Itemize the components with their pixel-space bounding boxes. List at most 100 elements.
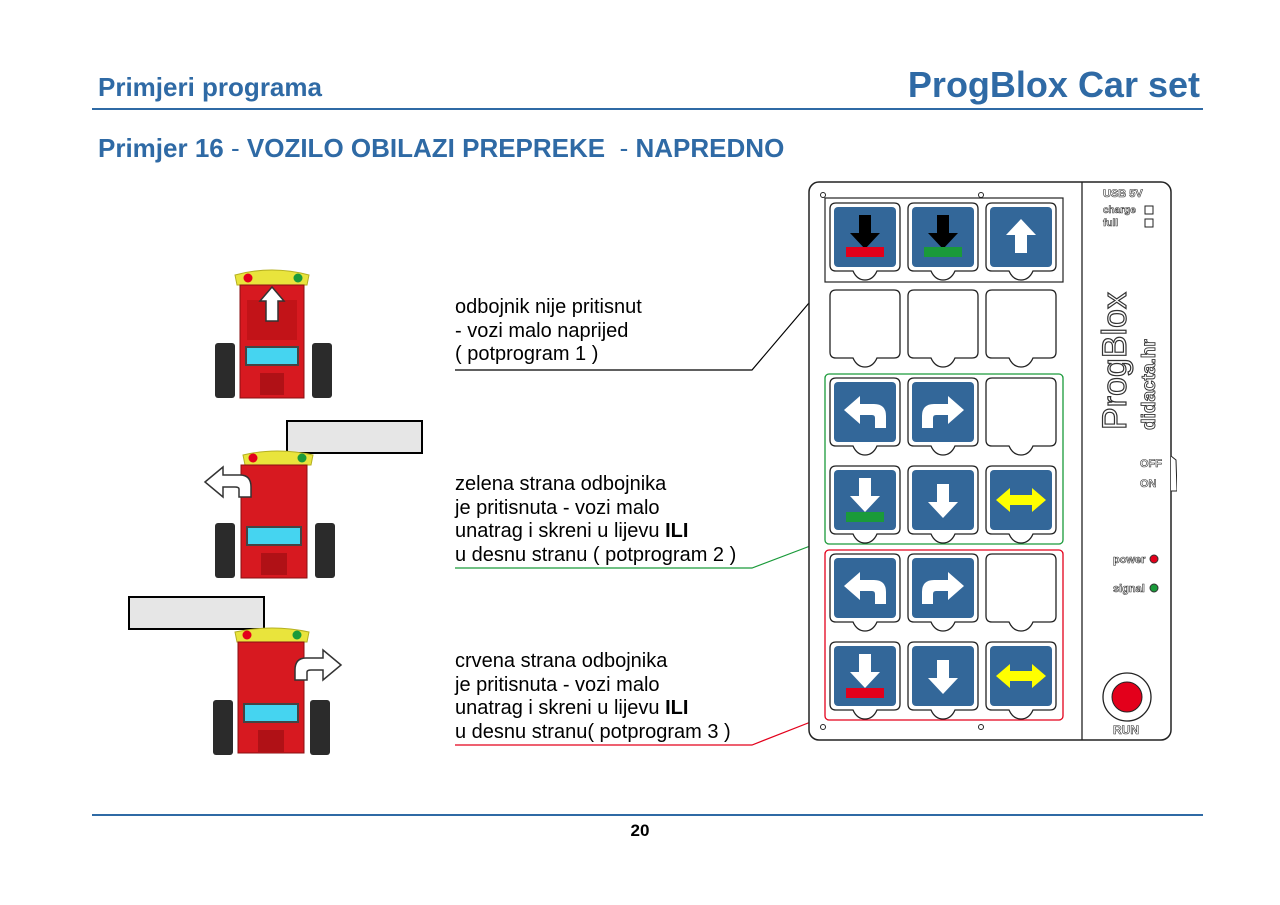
bumper [234, 627, 310, 643]
red-sensor-dot [248, 453, 258, 463]
example-number: Primjer 16 [98, 133, 224, 163]
group-box-subprogram-1 [824, 197, 1064, 283]
battery-display [243, 703, 299, 723]
battery-display [245, 346, 299, 366]
power-led [1149, 554, 1159, 564]
obstacle-left [128, 596, 265, 630]
bumper [234, 269, 310, 286]
obstacle-right [286, 420, 423, 454]
brand-logo: ProgBlox [1096, 292, 1134, 430]
note-line: zelena strana odbojnika [455, 473, 667, 495]
signal-led [1149, 583, 1159, 593]
note-line: u desnu stranu( potprogram 3 ) [455, 720, 731, 743]
block-left-right-arrow[interactable] [985, 465, 1057, 544]
empty-slot[interactable] [985, 553, 1057, 632]
right-wheel [310, 700, 330, 755]
full-indicator [1144, 218, 1154, 228]
green-sensor-dot [297, 453, 307, 463]
forward-arrow-icon [258, 285, 286, 322]
level-separator: - [619, 133, 629, 163]
power-label: power [1113, 554, 1146, 566]
leader-line-2 [455, 539, 827, 569]
leader-line-3 [455, 715, 827, 746]
turn-left-arrow-icon [203, 465, 252, 499]
note-line-text: unatrag i skreni u lijevu [455, 697, 666, 719]
example-level: NAPREDNO [635, 133, 785, 163]
note-line-text: unatrag i skreni u lijevu [455, 520, 666, 542]
header-divider [92, 108, 1203, 110]
off-label: OFF [1140, 458, 1162, 470]
screw-hole [820, 192, 826, 198]
on-label: ON [1140, 478, 1157, 490]
block-arrow-down[interactable] [907, 465, 979, 544]
note-line: odbojnik nije pritisnut [455, 296, 642, 318]
progblox-device: USB 5V charge full ProgBlox didacta.hr O… [808, 181, 1177, 741]
block-arrow-down-green-bar[interactable] [829, 465, 901, 544]
note-line: unatrag i skreni u lijevu ILI [455, 520, 736, 544]
product-title: ProgBlox Car set [907, 64, 1200, 105]
left-wheel [215, 523, 235, 578]
block-left-right-arrow[interactable] [985, 641, 1057, 720]
turn-right-arrow-icon [294, 648, 343, 682]
block-arrow-down-red-bar[interactable] [829, 641, 901, 720]
usb-label: USB 5V [1103, 188, 1143, 200]
green-sensor-dot [292, 630, 302, 640]
website-label: didacta.hr [1139, 339, 1160, 430]
note-line: - vozi malo naprijed [455, 319, 629, 342]
note-subprogram-2: zelena strana odbojnika je pritisnuta - … [455, 473, 736, 567]
run-button[interactable] [1111, 681, 1143, 713]
block-arrow-up[interactable] [985, 202, 1057, 281]
car-right-turn-illustration [213, 627, 343, 755]
empty-slot[interactable] [985, 289, 1057, 368]
screw-hole [820, 724, 826, 730]
note-line: ( potprogram 1 ) [455, 343, 599, 365]
bumper [242, 450, 314, 466]
block-arrow-down-red-bar[interactable] [829, 202, 901, 281]
red-sensor-dot [243, 273, 253, 283]
full-label: full [1103, 218, 1118, 229]
block-turn-right[interactable] [907, 377, 979, 456]
signal-label: signal [1113, 583, 1145, 595]
section-title: Primjeri programa [98, 72, 322, 102]
example-name: VOZILO OBILAZI PREPREKE [246, 133, 606, 163]
note-subprogram-1: odbojnik nije pritisnut - vozi malo napr… [455, 296, 642, 367]
left-wheel [215, 343, 235, 398]
block-turn-left[interactable] [829, 377, 901, 456]
car-forward-illustration [215, 269, 332, 399]
charge-indicator [1144, 205, 1154, 215]
note-line: je pritisnuta - vozi malo [455, 673, 660, 696]
note-line: unatrag i skreni u lijevu ILI [455, 697, 731, 721]
page-number: 20 [630, 821, 650, 840]
note-line: crvena strana odbojnika [455, 650, 668, 672]
block-turn-left[interactable] [829, 553, 901, 632]
green-sensor-dot [293, 273, 303, 283]
note-subprogram-3: crvena strana odbojnika je pritisnuta - … [455, 650, 731, 744]
left-wheel [213, 700, 233, 755]
note-line: u desnu stranu ( potprogram 2 ) [455, 543, 737, 566]
right-wheel [315, 523, 335, 578]
right-wheel [312, 343, 332, 398]
block-arrow-down[interactable] [907, 641, 979, 720]
car-left-turn-illustration [203, 450, 335, 579]
power-switch[interactable] [1170, 455, 1177, 492]
note-line: je pritisnuta - vozi malo [455, 496, 660, 519]
example-title: Primjer 16 - VOZILO OBILAZI PREPREKE - N… [98, 133, 784, 164]
red-sensor-dot [242, 630, 252, 640]
group-box-subprogram-2 [824, 373, 1064, 545]
empty-slot[interactable] [829, 289, 901, 368]
note-emphasis: ILI [665, 697, 689, 719]
screw-hole [978, 724, 984, 730]
battery-display [246, 526, 302, 546]
note-emphasis: ILI [665, 520, 689, 542]
block-turn-right[interactable] [907, 553, 979, 632]
empty-slot[interactable] [907, 289, 979, 368]
leader-line-1 [455, 282, 827, 371]
title-separator: - [230, 133, 240, 163]
empty-slot[interactable] [985, 377, 1057, 456]
charge-label: charge [1103, 205, 1136, 216]
block-arrow-down-green-bar[interactable] [907, 202, 979, 281]
footer-divider [92, 814, 1203, 816]
run-label: RUN [1113, 723, 1139, 737]
group-box-subprogram-3 [824, 549, 1064, 721]
